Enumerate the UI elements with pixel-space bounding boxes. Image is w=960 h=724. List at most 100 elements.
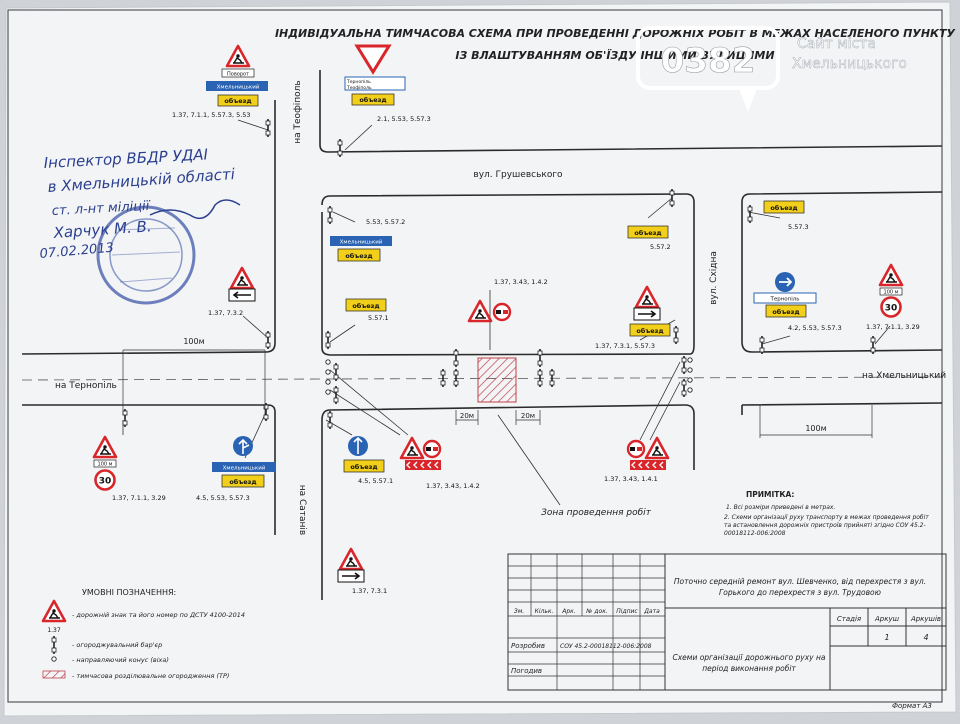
sign-group-4: объезд 5.57.2 (627, 225, 671, 251)
svg-text:объезд: объезд (229, 478, 256, 486)
svg-text:Аркуш: Аркуш (874, 615, 900, 623)
street-satanov: на Сатанів (297, 485, 307, 536)
dim-100-right: 100м (805, 424, 826, 433)
svg-text:1.37, 3.43, 1.4.2: 1.37, 3.43, 1.4.2 (426, 482, 480, 490)
svg-text:1.37, 7.1.1, 5.57.3, 5.53: 1.37, 7.1.1, 5.57.3, 5.53 (172, 111, 251, 119)
watermark-line1: Сайт міста (797, 36, 876, 52)
svg-text:2.1, 5.53, 5.57.3: 2.1, 5.53, 5.57.3 (377, 115, 431, 123)
watermark-logo: 0382 Сайт міста Хмельницького (636, 26, 907, 112)
dim-100-left: 100м (183, 337, 204, 346)
svg-text:- тимчасова розділювальне огор: - тимчасова розділювальне огородження (Т… (72, 672, 229, 680)
svg-text:№ док.: № док. (585, 608, 608, 615)
watermark-number: 0382 (661, 41, 756, 81)
svg-text:Хмельницький: Хмельницький (340, 239, 383, 246)
sign-group-7: объезд 5.57.1 (345, 298, 389, 322)
svg-text:5.53, 5.57.2: 5.53, 5.57.2 (366, 218, 405, 226)
sign-group-13: Хмельницький объезд 4.5, 5.53, 5.57.3 (196, 436, 276, 502)
sign-group-8: объезд 1.37, 7.3.1, 5.57.3 (595, 285, 671, 350)
title-block (507, 553, 947, 691)
scheme-subtitle: ІЗ ВЛАШТУВАННЯМ ОБ'ЇЗДУ ІНШИМИ ВУЛИЦЯМИ (455, 48, 774, 62)
sign-group-16: 1.37, 3.43, 1.4.1 (604, 436, 670, 483)
legend-items: 1.37 - дорожній знак та його номер по ДС… (41, 599, 245, 680)
street-skhidna: вул. Східна (709, 251, 719, 305)
svg-text:Кільк.: Кільк. (535, 608, 554, 615)
svg-text:Дата: Дата (643, 608, 660, 615)
street-teofipol: на Теофіполь (293, 80, 303, 143)
svg-text:1.37, 7.3.2: 1.37, 7.3.2 (208, 309, 243, 317)
svg-text:4.5, 5.57.1: 4.5, 5.57.1 (358, 477, 393, 485)
sign-group-12: 100 м 1.37, 7.1.1, 3.29 (92, 435, 166, 502)
sign-group-5: объезд 5.57.3 (763, 200, 809, 231)
svg-text:4.2, 5.53, 5.57.3: 4.2, 5.53, 5.57.3 (788, 324, 842, 332)
svg-text:Поворот: Поворот (227, 72, 249, 78)
svg-text:100 м: 100 м (98, 462, 113, 468)
svg-text:5.57.1: 5.57.1 (368, 314, 389, 322)
work-zone (477, 357, 517, 403)
svg-text:Тернопіль: Тернопіль (346, 79, 371, 85)
title-project-box: Поточно середній ремонт вул. Шевченко, в… (673, 577, 927, 597)
scheme-title: ІНДИВІДУАЛЬНА ТИМЧАСОВА СХЕМА ПРИ ПРОВЕД… (275, 27, 956, 40)
street-ternopil: на Тернопіль (55, 381, 117, 391)
road-outlines (21, 70, 943, 600)
sign-group-14: объезд 4.5, 5.57.1 (343, 436, 393, 485)
inspector-stamp (96, 199, 241, 305)
svg-text:объезд: объезд (634, 229, 661, 237)
svg-text:Стадія: Стадія (837, 615, 861, 623)
svg-text:Підпис: Підпис (616, 608, 638, 615)
svg-text:5.57.2: 5.57.2 (650, 243, 671, 251)
svg-text:1.37: 1.37 (47, 627, 61, 634)
svg-text:объезд: объезд (770, 204, 797, 212)
title-drawing-box: Схеми організації дорожнього руху на пер… (672, 653, 826, 673)
svg-text:Хмельницький: Хмельницький (217, 84, 260, 91)
svg-text:Зм.: Зм. (514, 608, 524, 615)
dim-20-right: 20м (521, 412, 535, 420)
svg-text:1.37, 7.1.1, 3.29: 1.37, 7.1.1, 3.29 (866, 323, 920, 331)
svg-text:1.37, 3.43, 1.4.1: 1.37, 3.43, 1.4.1 (604, 475, 658, 483)
sign-group-11: 1.37, 7.3.2 (208, 266, 256, 317)
sign-group-9: Тернопіль объезд 4.2, 5.53, 5.57.3 (753, 272, 842, 332)
svg-text:объезд: объезд (772, 308, 799, 316)
svg-text:1.37, 7.1.1, 3.29: 1.37, 7.1.1, 3.29 (112, 494, 166, 502)
center-line (21, 376, 943, 381)
note-2: 2. Схеми організації руху транспорту в м… (724, 514, 929, 537)
work-zone-label: Зона проведення робіт (541, 508, 652, 518)
svg-text:СОУ 45.2-00018112-006:2008: СОУ 45.2-00018112-006:2008 (560, 643, 652, 650)
svg-text:Погодив: Погодив (511, 667, 542, 675)
svg-text:1.37, 7.3.1: 1.37, 7.3.1 (352, 587, 387, 595)
legend-title: УМОВНІ ПОЗНАЧЕННЯ: (82, 588, 176, 597)
svg-text:- направляючий конус (віха): - направляючий конус (віха) (72, 656, 169, 664)
street-grushevskogo: вул. Грушевського (473, 170, 563, 180)
note-2-box: 2. Схеми організації руху транспорту в м… (724, 514, 929, 537)
sign-group-15: 1.37, 3.43, 1.4.2 (399, 436, 480, 490)
svg-text:07.02.2013: 07.02.2013 (39, 241, 114, 262)
title-block-text: Зм. Кільк. Арк. № док. Підпис Дата Розро… (511, 608, 941, 710)
svg-text:ст. л-нт міліції: ст. л-нт міліції (51, 199, 151, 219)
svg-text:объезд: объезд (345, 252, 372, 260)
dimension-lines (122, 349, 873, 438)
cones (325, 357, 693, 395)
notes-title: ПРИМІТКА: (746, 490, 794, 499)
sign-group-6: 1.37, 3.43, 1.4.2 (467, 278, 548, 323)
sign-group-3: 5.53, 5.57.2 Хмельницький объезд (330, 218, 405, 262)
svg-text:1.37, 7.3.1, 5.57.3: 1.37, 7.3.1, 5.57.3 (595, 342, 655, 350)
note-1: 1. Всі розміри приведені в метрах. (726, 504, 835, 511)
svg-text:100 м: 100 м (884, 290, 899, 296)
watermark-line2: Хмельницького (792, 56, 907, 72)
sign-group-10: 100 м 1.37, 7.1.1, 3.29 (866, 263, 920, 331)
title-drawing: Схеми організації дорожнього руху на пер… (672, 653, 826, 673)
title-project: Поточно середній ремонт вул. Шевченко, в… (673, 577, 927, 597)
svg-text:объезд: объезд (352, 302, 379, 310)
svg-text:1: 1 (884, 633, 889, 642)
sign-group-17: 1.37, 7.3.1 (337, 547, 387, 595)
svg-text:5.57.3: 5.57.3 (788, 223, 809, 231)
svg-text:1.37, 3.43, 1.4.2: 1.37, 3.43, 1.4.2 (494, 278, 548, 286)
svg-text:4.5, 5.53, 5.57.3: 4.5, 5.53, 5.57.3 (196, 494, 250, 502)
svg-text:Тернопіль: Тернопіль (769, 297, 799, 303)
svg-text:Теофіполь: Теофіполь (346, 85, 372, 91)
svg-text:- огороджувальний бар'єр: - огороджувальний бар'єр (72, 641, 162, 649)
svg-text:- дорожній знак та його номер: - дорожній знак та його номер по ДСТУ 41… (72, 611, 245, 619)
svg-text:объезд: объезд (359, 96, 386, 104)
street-khmelnytskyi: на Хмельницький (862, 371, 946, 381)
dim-20-left: 20м (460, 412, 474, 420)
